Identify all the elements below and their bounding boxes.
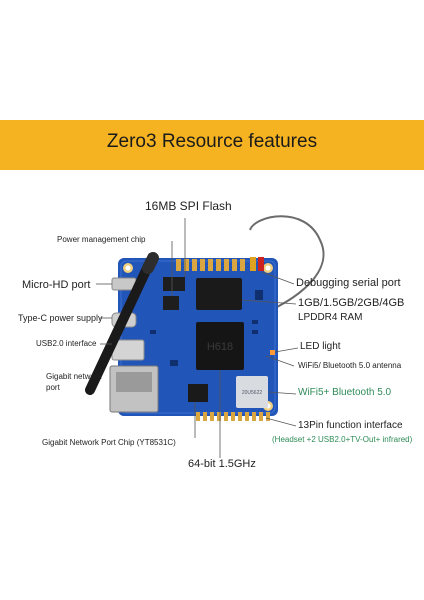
label-micro-hd: Micro-HD port [22, 279, 91, 291]
leader-antenna [265, 355, 295, 367]
leader-wifi [267, 391, 297, 395]
label-spi-flash: 16MB SPI Flash [145, 199, 232, 213]
label-gigabit-line1: Gigabit network [46, 372, 102, 381]
bottom-pin-header [196, 412, 270, 421]
leader-ram [241, 299, 297, 305]
spi-flash-chip [163, 277, 185, 291]
debug-serial-pins [250, 257, 264, 271]
label-cpu: 64-bit 1.5GHz [188, 458, 256, 470]
power-chip [163, 296, 179, 310]
ethernet-chip [188, 384, 208, 402]
label-gigabit-line2: port [46, 383, 60, 392]
leader-debug [261, 271, 295, 285]
label-ram-line2: LPDDR4 RAM [298, 312, 363, 323]
label-power-chip: Power management chip [57, 235, 146, 244]
label-gigabit-chip: Gigabit Network Port Chip (YT8531C) [42, 438, 176, 447]
soc-chip-label: H618 [207, 341, 233, 353]
label-type-c: Type-C power supply [18, 313, 103, 323]
label-pin13-detail: (Headset +2 USB2.0+TV-Out+ infrared) [272, 435, 413, 444]
label-pin13: 13Pin function interface [298, 420, 403, 431]
label-usb2: USB2.0 interface [36, 339, 97, 348]
soc-chip [196, 322, 244, 370]
ram-chip [196, 278, 242, 310]
stick-antenna [85, 257, 155, 395]
title-banner [0, 120, 424, 170]
antenna-wire [249, 215, 325, 319]
wifi-module [236, 376, 268, 408]
label-ram-line1: 1GB/1.5GB/2GB/4GB [298, 297, 405, 309]
leader-pin13 [265, 417, 297, 427]
top-pin-header [176, 259, 245, 271]
label-wifi-bt: WiFi5+ Bluetooth 5.0 [298, 387, 392, 398]
led [270, 350, 275, 355]
label-debug-serial: Debugging serial port [296, 277, 401, 289]
label-led: LED light [300, 341, 341, 352]
wifi-module-label: 20U5622 [242, 390, 263, 396]
page-title: Zero3 Resource features [106, 131, 318, 152]
label-antenna: WiFi5/ Bluetooth 5.0 antenna [298, 361, 402, 370]
leader-led [274, 347, 299, 353]
